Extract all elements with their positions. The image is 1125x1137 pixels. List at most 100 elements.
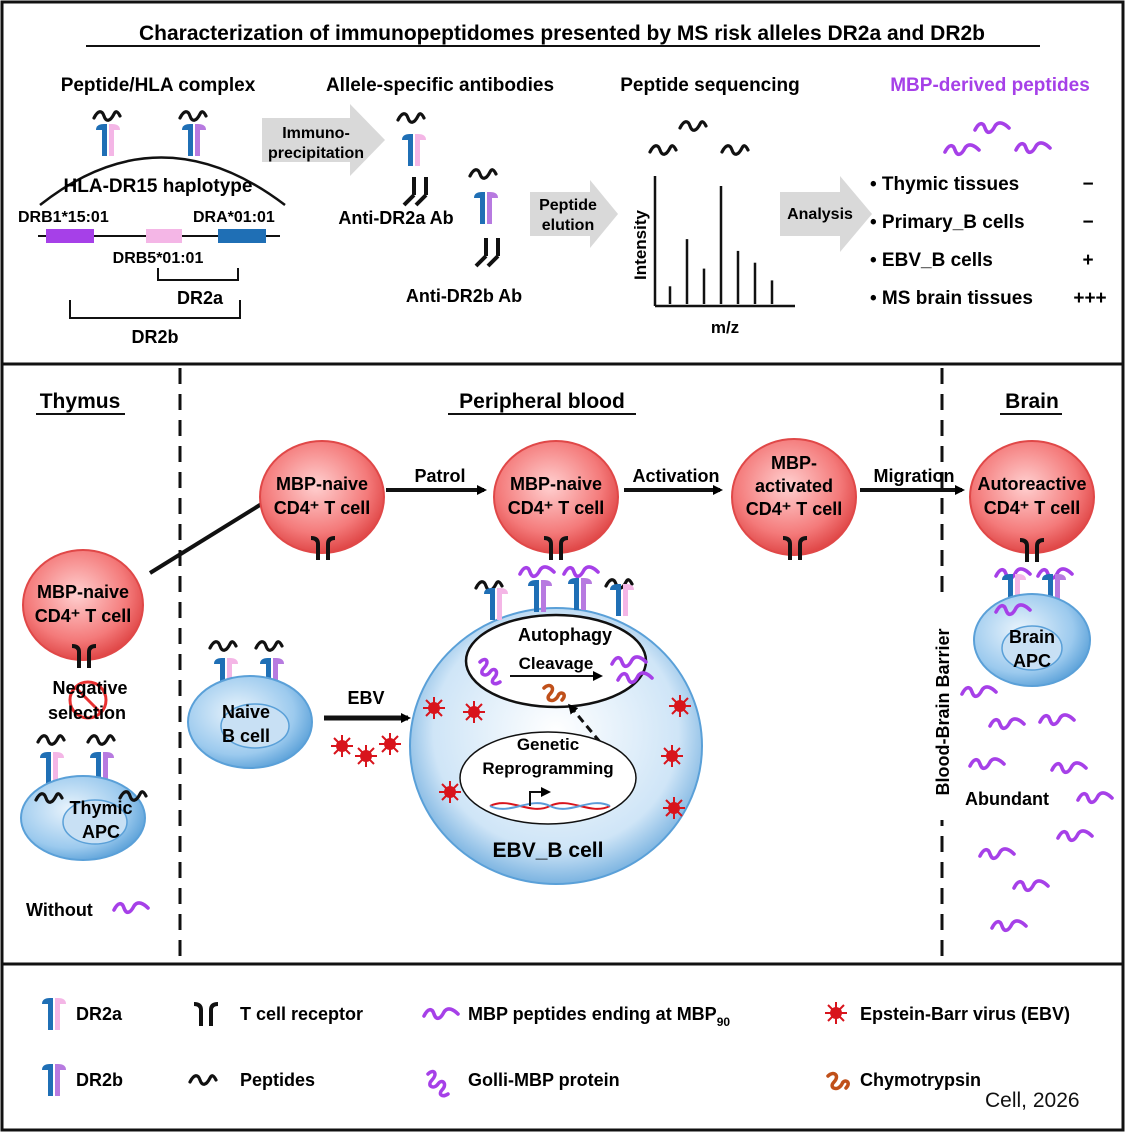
activation-label: Activation xyxy=(632,466,719,486)
ebv-label: EBV xyxy=(347,688,384,708)
anti-dr2a-label: Anti-DR2a Ab xyxy=(338,208,453,228)
cell-label: Brain xyxy=(1009,627,1055,647)
patrol-label: Patrol xyxy=(414,466,465,486)
legend-mbp-text: MBP peptides ending at MBP xyxy=(468,1004,717,1024)
cell-label: Naive xyxy=(222,702,270,722)
legend-peptide-icon xyxy=(188,1074,218,1086)
genetic-label: Genetic xyxy=(517,735,579,754)
peptide-icon xyxy=(36,734,66,746)
peptide-icon xyxy=(92,110,122,122)
legend-chymotrypsin-label: Chymotrypsin xyxy=(860,1070,981,1090)
dr2b-bracket-label: DR2b xyxy=(131,327,178,347)
ebv-virus-icon xyxy=(330,734,354,758)
analysis-label: Analysis xyxy=(787,206,853,223)
nucleus xyxy=(1001,625,1063,671)
legend-mbp-peptide-icon xyxy=(422,1007,460,1021)
ebv-virus-icon xyxy=(662,796,686,820)
dr2a-bracket-label: DR2a xyxy=(177,288,224,308)
cell-label: B cell xyxy=(222,726,270,746)
golli-mbp-protein-icon xyxy=(478,657,502,686)
dr2a-icon xyxy=(96,124,120,156)
thymus-header: Thymus xyxy=(40,390,121,413)
ebv-virus-icon xyxy=(462,700,486,724)
result-value: − xyxy=(1082,174,1093,195)
ebv-virus-icon xyxy=(354,744,378,768)
cell-label: activated xyxy=(755,476,833,496)
step-antibodies-title: Allele-specific antibodies xyxy=(326,75,554,96)
peptide-icon xyxy=(678,120,708,132)
bbb-label-background xyxy=(929,600,955,820)
t-cell-naive-2 xyxy=(493,440,619,554)
peptide-icon xyxy=(208,640,238,652)
ebv-b-cell-label: EBV_B cell xyxy=(493,839,604,862)
result-label: • Thymic tissues xyxy=(870,174,1019,195)
dr2b-icon xyxy=(182,124,206,156)
haplotype-label: HLA-DR15 haplotype xyxy=(64,176,253,197)
result-label: • Primary_B cells xyxy=(870,212,1025,233)
cleavage-label: Cleavage xyxy=(519,654,594,673)
legend-tcr-icon xyxy=(194,1002,218,1026)
cell-label: MBP-naive xyxy=(510,474,602,494)
ebv-virus-icon xyxy=(438,780,462,804)
nucleus xyxy=(220,703,290,749)
cell-label: CD4⁺ T cell xyxy=(274,498,371,518)
cell-label: MBP-naive xyxy=(276,474,368,494)
citation-credit: Cell, 2026 xyxy=(985,1089,1080,1112)
immuno-label-1: Immuno- xyxy=(282,125,350,142)
cell-label: Autoreactive xyxy=(977,474,1086,494)
ebv-virus-icon xyxy=(660,744,684,768)
cell-label: CD4⁺ T cell xyxy=(508,498,605,518)
abundant-label: Abundant xyxy=(965,789,1049,809)
anti-dr2b-label: Anti-DR2b Ab xyxy=(406,286,522,306)
result-label: • MS brain tissues xyxy=(870,288,1033,309)
brain-header: Brain xyxy=(1005,390,1059,413)
reprogramming-label: Reprogramming xyxy=(482,759,613,778)
result-value: +++ xyxy=(1073,288,1106,309)
legend-ebv-icon xyxy=(824,1001,848,1025)
mbp-peptide-icon xyxy=(112,901,150,915)
cell-label: CD4⁺ T cell xyxy=(984,498,1081,518)
result-value: − xyxy=(1082,212,1093,233)
ebv-virus-icon xyxy=(422,696,446,720)
cell-label: APC xyxy=(1013,651,1051,671)
legend-dr2a-label: DR2a xyxy=(76,1004,123,1024)
peptide-icon xyxy=(254,640,284,652)
panel-title: Characterization of immunopeptidomes pre… xyxy=(139,22,985,45)
legend-chymotrypsin-icon xyxy=(826,1071,850,1091)
ebv-virus-icon xyxy=(668,694,692,718)
negative-selection-label: Negative xyxy=(52,678,127,698)
migration-label: Migration xyxy=(874,466,955,486)
reprogramming-arrow xyxy=(568,703,602,743)
legend-mbp-peptides-label: MBP peptides ending at MBP90 xyxy=(468,1004,730,1029)
blood-brain-barrier-label: Blood-Brain Barrier xyxy=(933,628,953,795)
gene-drb5-label: DRB5*01:01 xyxy=(113,250,204,267)
legend-golli-mbp-icon xyxy=(426,1069,450,1098)
legend-ebv-label: Epstein-Barr virus (EBV) xyxy=(860,1004,1070,1024)
anti-dr2a-antibody xyxy=(396,112,428,207)
elution-arrow xyxy=(530,180,618,248)
legend-tcr-label: T cell receptor xyxy=(240,1004,363,1024)
legend-dr2a-icon xyxy=(42,998,66,1030)
mbp-peptide-icon xyxy=(943,143,981,157)
result-value: + xyxy=(1082,250,1093,271)
emigration-arrow xyxy=(148,498,271,575)
t-cell-activated xyxy=(731,438,857,556)
ebv-virus-icon xyxy=(378,732,402,756)
cell-label: Thymic xyxy=(69,798,132,818)
legend-peptides-label: Peptides xyxy=(240,1070,315,1090)
cell-label: MBP- xyxy=(771,453,817,473)
cell-label: APC xyxy=(82,822,120,842)
immunoprecipitation-arrow xyxy=(262,104,385,176)
peptide-icon xyxy=(720,144,750,156)
t-cell-autoreactive xyxy=(969,440,1095,554)
peptide-icon xyxy=(86,734,116,746)
legend: DR2a DR2b T cell receptor Peptides MBP p… xyxy=(42,998,1070,1098)
nucleus xyxy=(62,799,128,845)
dna-helix-icon xyxy=(489,787,611,810)
legend-dr2b-icon xyxy=(42,1064,66,1096)
nucleus xyxy=(459,731,637,825)
mass-spectrum-chart xyxy=(653,176,795,308)
cell-label: CD4⁺ T cell xyxy=(746,499,843,519)
anti-dr2b-antibody xyxy=(468,168,500,268)
